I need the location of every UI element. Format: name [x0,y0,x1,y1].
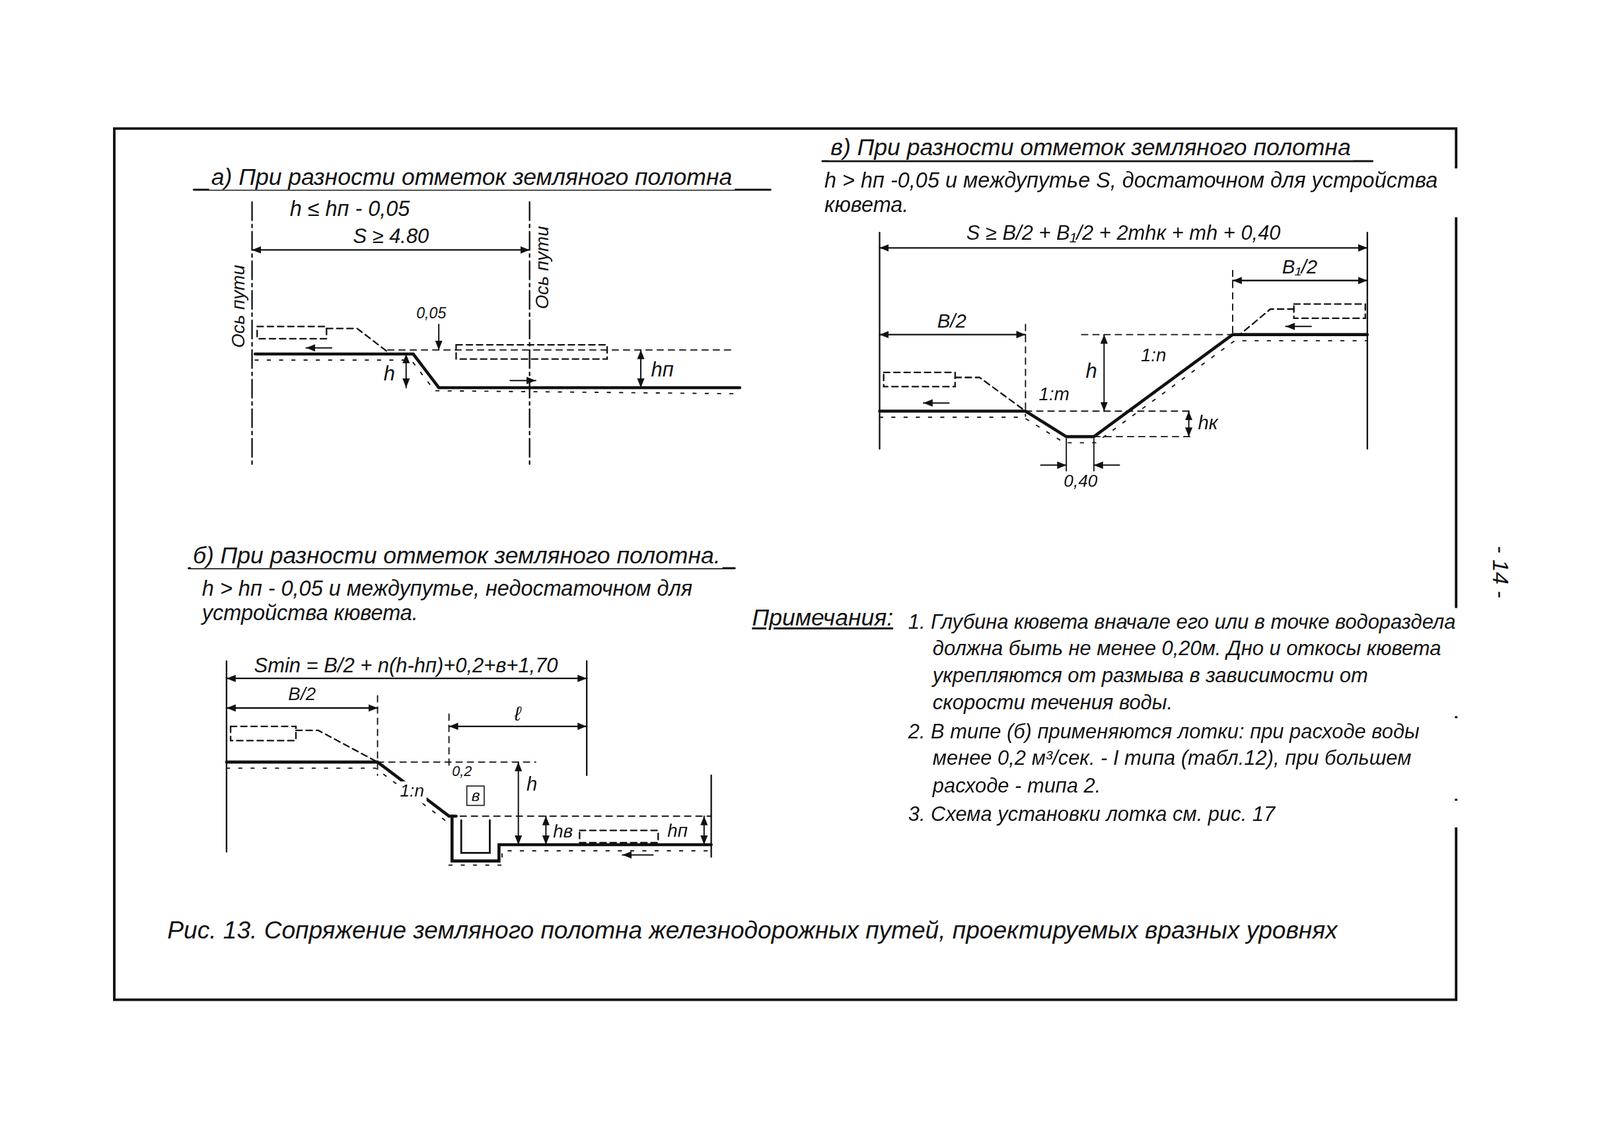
notes-heading: Примечания: [749,603,896,631]
note: 2. В типе (б) применяются лотки: при рас… [908,718,1461,799]
dimension: B/2 [286,683,318,705]
slope-ratio: 1:m [1036,383,1072,405]
section-a [252,202,740,465]
dimension: S ≥ 4.80 [350,223,431,248]
section-b [226,661,712,866]
condition-text: h > hп -0,05 и междупутье S, достаточном… [822,168,1465,219]
figure-caption: Рис. 13. Сопряжение земляного полотна же… [165,916,1340,945]
dimension: hп [648,358,676,382]
dimension-formula: S ≥ B/2 + B₁/2 + 2mhк + mh + 0,40 [964,220,1283,245]
dimension-formula: Smin = B/2 + n(h-hп)+0,2+в+1,70 [252,653,561,678]
slope-ratio: 1:n [1138,344,1169,366]
axis-label: Ось пути [531,223,553,312]
dimension: hв [550,821,575,843]
dimension: h [381,362,398,386]
condition-formula: h ≤ hп - 0,05 [288,196,413,222]
dimension: h [1083,359,1099,384]
section-v [879,232,1367,472]
dimension: hк [1195,412,1220,435]
dimension: h [524,773,540,797]
condition-text: h > hп - 0,05 и междупутье, недостаточно… [200,576,715,627]
section-heading: в) При разности отметок земляного полотн… [828,133,1353,161]
dimension: 0,05 [414,303,448,322]
dimension: 0,40 [1061,471,1100,492]
section-heading: а) При разности отметок земляного полотн… [209,163,735,191]
dimension: B/2 [935,310,969,333]
note: 3. Схема установки лотка см. рис. 17 [908,801,1461,829]
frame [114,128,1456,1001]
dimension: в [466,785,485,806]
dimension: 0,2 [449,763,474,780]
dimension: ℓ [511,701,523,726]
dimension: B₁/2 [1280,256,1320,279]
note: 1. Глубина кювета вначале его или в точк… [908,608,1461,717]
dimension: hп [665,820,690,842]
slope-ratio: 1:n [397,781,427,802]
section-heading: б) При разности отметок земляного полотн… [190,541,723,569]
page-number: - 14 - [1487,543,1513,600]
axis-label: Ось пути [227,262,249,350]
